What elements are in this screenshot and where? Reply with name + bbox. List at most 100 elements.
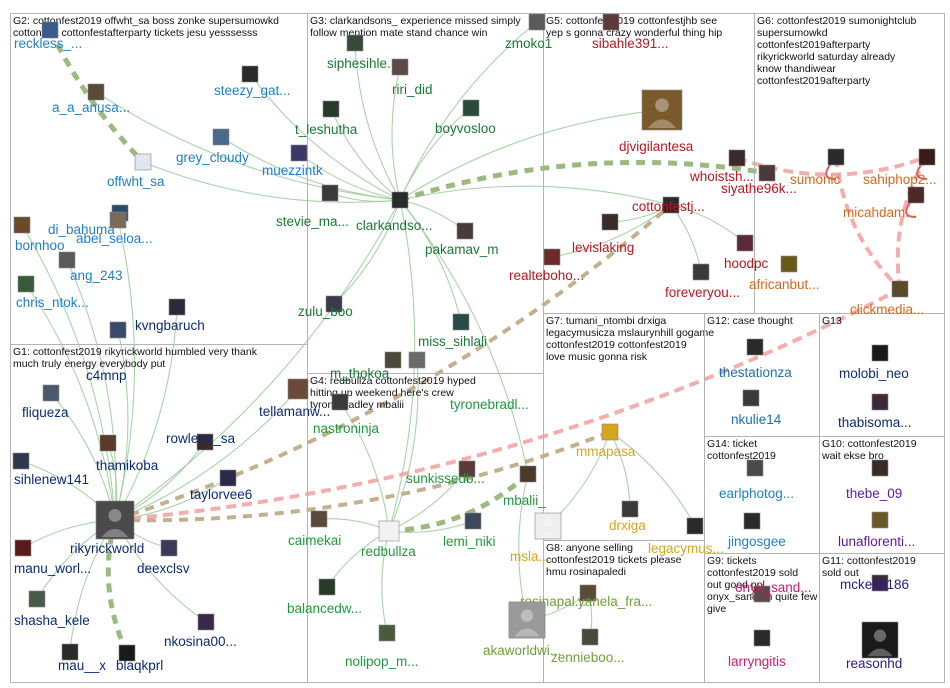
node-msla[interactable]: msla... (510, 512, 562, 564)
node-caimekai[interactable]: caimekai (288, 510, 341, 548)
node-siphesihle[interactable]: siphesihle... (327, 34, 398, 71)
node-larryngitis[interactable]: larryngitis (728, 629, 786, 669)
node-sihlenew141[interactable]: sihlenew141 (12, 452, 89, 487)
node-earlphotog[interactable]: earlphotog... (719, 459, 794, 501)
node-ang_243[interactable]: ang_243 (58, 251, 123, 283)
node-zmoko1[interactable]: zmoko1 (505, 13, 552, 51)
node-manu_worl[interactable]: manu_worl... (14, 539, 91, 576)
node-clickmedia[interactable]: clickmedia... (850, 280, 924, 317)
node-m_thokoa[interactable]: m_thokoa (330, 351, 402, 381)
node-sahiphop2[interactable]: sahiphop2... (863, 148, 937, 187)
node-lunaflorenti[interactable]: lunaflorenti... (838, 511, 915, 549)
node-bornhoo[interactable]: bornhoo (13, 216, 65, 253)
node-label-realteboho: realteboho... (509, 268, 584, 283)
node-reckless[interactable]: reckless_... (14, 21, 82, 51)
node-rowlene_sa[interactable]: rowlene_sa (166, 431, 236, 451)
avatar-kvngbaruch (168, 298, 186, 316)
node-thamikoba[interactable]: thamikoba (96, 434, 159, 473)
node-onyx_sand[interactable]: onyx_sand... (735, 580, 812, 603)
node-label-thamikoba: thamikoba (96, 458, 159, 473)
node-thabisoma[interactable]: thabisoma... (838, 393, 912, 430)
node-sibahle391[interactable]: sibahle391... (592, 13, 669, 51)
node-steezy[interactable]: steezy_gat... (214, 65, 291, 98)
node-riri_did[interactable]: riri_did (391, 58, 433, 97)
node-chris_ntok[interactable]: chris_ntok... (16, 275, 89, 310)
node-nkulie14[interactable]: nkulie14 (731, 389, 782, 427)
node-molobi_neo[interactable]: molobi_neo (839, 344, 909, 381)
node-jingosgee[interactable]: jingosgee (727, 512, 786, 549)
node-foreveryou[interactable]: foreveryou... (665, 263, 740, 300)
node-label-c4mnp: c4mnp (86, 368, 127, 383)
node-zulu_boo[interactable]: zulu_boo (298, 295, 353, 319)
node-africanbut[interactable]: africanbut... (749, 255, 820, 292)
heavy-edge-rikyrickworld-clickmedia (114, 287, 901, 522)
node-shasha_kele[interactable]: shasha_kele (14, 590, 90, 628)
avatar-thamikoba (99, 434, 117, 452)
avatar-zulu_boo (325, 295, 343, 313)
node-kvngbaruch[interactable]: kvngbaruch (135, 298, 205, 333)
avatar-head-msla (543, 518, 553, 528)
node-tyronebradl[interactable]: tyronebradl... (408, 351, 529, 412)
node-legacymus[interactable]: legacymus... (648, 517, 724, 556)
avatar-nastroninja (331, 393, 349, 411)
node-nkosina00[interactable]: nkosina00... (164, 613, 237, 649)
node-balancedw[interactable]: balancedw... (287, 578, 362, 616)
avatar-africanbut (780, 255, 798, 273)
node-tellamanw[interactable]: tellamanw... (259, 378, 330, 419)
node-whoistsh[interactable]: whoistsh... (689, 149, 754, 184)
node-label-earlphotog: earlphotog... (719, 486, 794, 501)
node-label-mbalii: mbalii_ (503, 493, 546, 508)
node-levislaking[interactable]: levislaking (572, 213, 634, 255)
self-loop-sumonic (825, 164, 837, 180)
node-sunkissedb[interactable]: sunkissedb... (406, 460, 485, 486)
node-hoodpc[interactable]: hoodpc (724, 234, 769, 271)
node-c4mnp[interactable]: c4mnp (86, 321, 127, 383)
avatar-t_leshutha (322, 100, 340, 118)
node-sumonic[interactable]: sumonic (790, 148, 845, 187)
node-nolipop_m[interactable]: nolipop_m... (345, 624, 419, 669)
node-muezzintk[interactable]: muezzintk (262, 144, 323, 178)
avatar-thabisoma (871, 393, 889, 411)
node-blaqkprl[interactable]: blaqkprl (116, 644, 163, 673)
node-pakamav_m[interactable]: pakamav_m (425, 222, 499, 257)
node-yanela_fra[interactable]: yanela_fra... (578, 584, 652, 609)
node-mbalii[interactable]: mbalii_ (503, 465, 546, 508)
node-micahdam[interactable]: micahdam... (843, 186, 925, 220)
node-clarkandso[interactable]: clarkandso... (356, 191, 433, 233)
node-djvigilantesa[interactable]: djvigilantesa (619, 89, 694, 154)
node-mau_x[interactable]: mau__x (58, 643, 106, 673)
node-label-tyronebradl: tyronebradl... (450, 397, 529, 412)
node-stevie_ma[interactable]: stevie_ma... (276, 184, 349, 229)
node-label-t_leshutha: t_leshutha (295, 122, 358, 137)
node-mckeith186[interactable]: mckeith186 (840, 574, 909, 592)
node-siyathe96k[interactable]: siyathe96k... (721, 164, 797, 196)
node-taylorvee6[interactable]: taylorvee6 (190, 469, 252, 502)
node-cottonfestj[interactable]: cottonfestj... (632, 196, 705, 214)
node-label-whoistsh: whoistsh... (689, 169, 754, 184)
node-label-reckless: reckless_... (14, 36, 82, 51)
node-deexclsv[interactable]: deexclsv (137, 539, 190, 576)
node-lemi_niki[interactable]: lemi_niki (443, 512, 496, 549)
node-mmapasa[interactable]: mmapasa (576, 423, 636, 459)
node-grey_cloudy[interactable]: grey_cloudy (176, 128, 249, 165)
node-fliqueza[interactable]: fliqueza (22, 384, 69, 420)
node-nastroninja[interactable]: nastroninja (313, 393, 380, 436)
node-rikyrickworld[interactable]: rikyrickworld (70, 500, 144, 556)
node-drxiga[interactable]: drxiga (609, 500, 646, 533)
node-miss_sihlali[interactable]: miss_sihlali (418, 313, 487, 349)
node-redbullza[interactable]: redbullza (361, 520, 416, 559)
node-a_a_anusa[interactable]: a_a_anusa... (52, 83, 130, 115)
node-zennieboo[interactable]: zennieboo... (551, 628, 625, 665)
node-offwht[interactable]: offwht_sa (107, 153, 165, 189)
node-reasonhd[interactable]: reasonhd (846, 621, 902, 671)
node-akaworldwi[interactable]: akaworldwi... (483, 601, 561, 658)
node-realteboho[interactable]: realteboho... (509, 248, 584, 283)
node-boyvosloo[interactable]: boyvosloo (435, 99, 496, 136)
node-abel_seloa[interactable]: abel_seloa... (76, 211, 153, 246)
node-thestationza[interactable]: thestationza (719, 338, 792, 380)
node-t_leshutha[interactable]: t_leshutha (295, 100, 358, 137)
avatar-body-msla (538, 532, 558, 538)
node-label-zulu_boo: zulu_boo (298, 304, 353, 319)
node-thebe_09[interactable]: thebe_09 (846, 459, 902, 501)
